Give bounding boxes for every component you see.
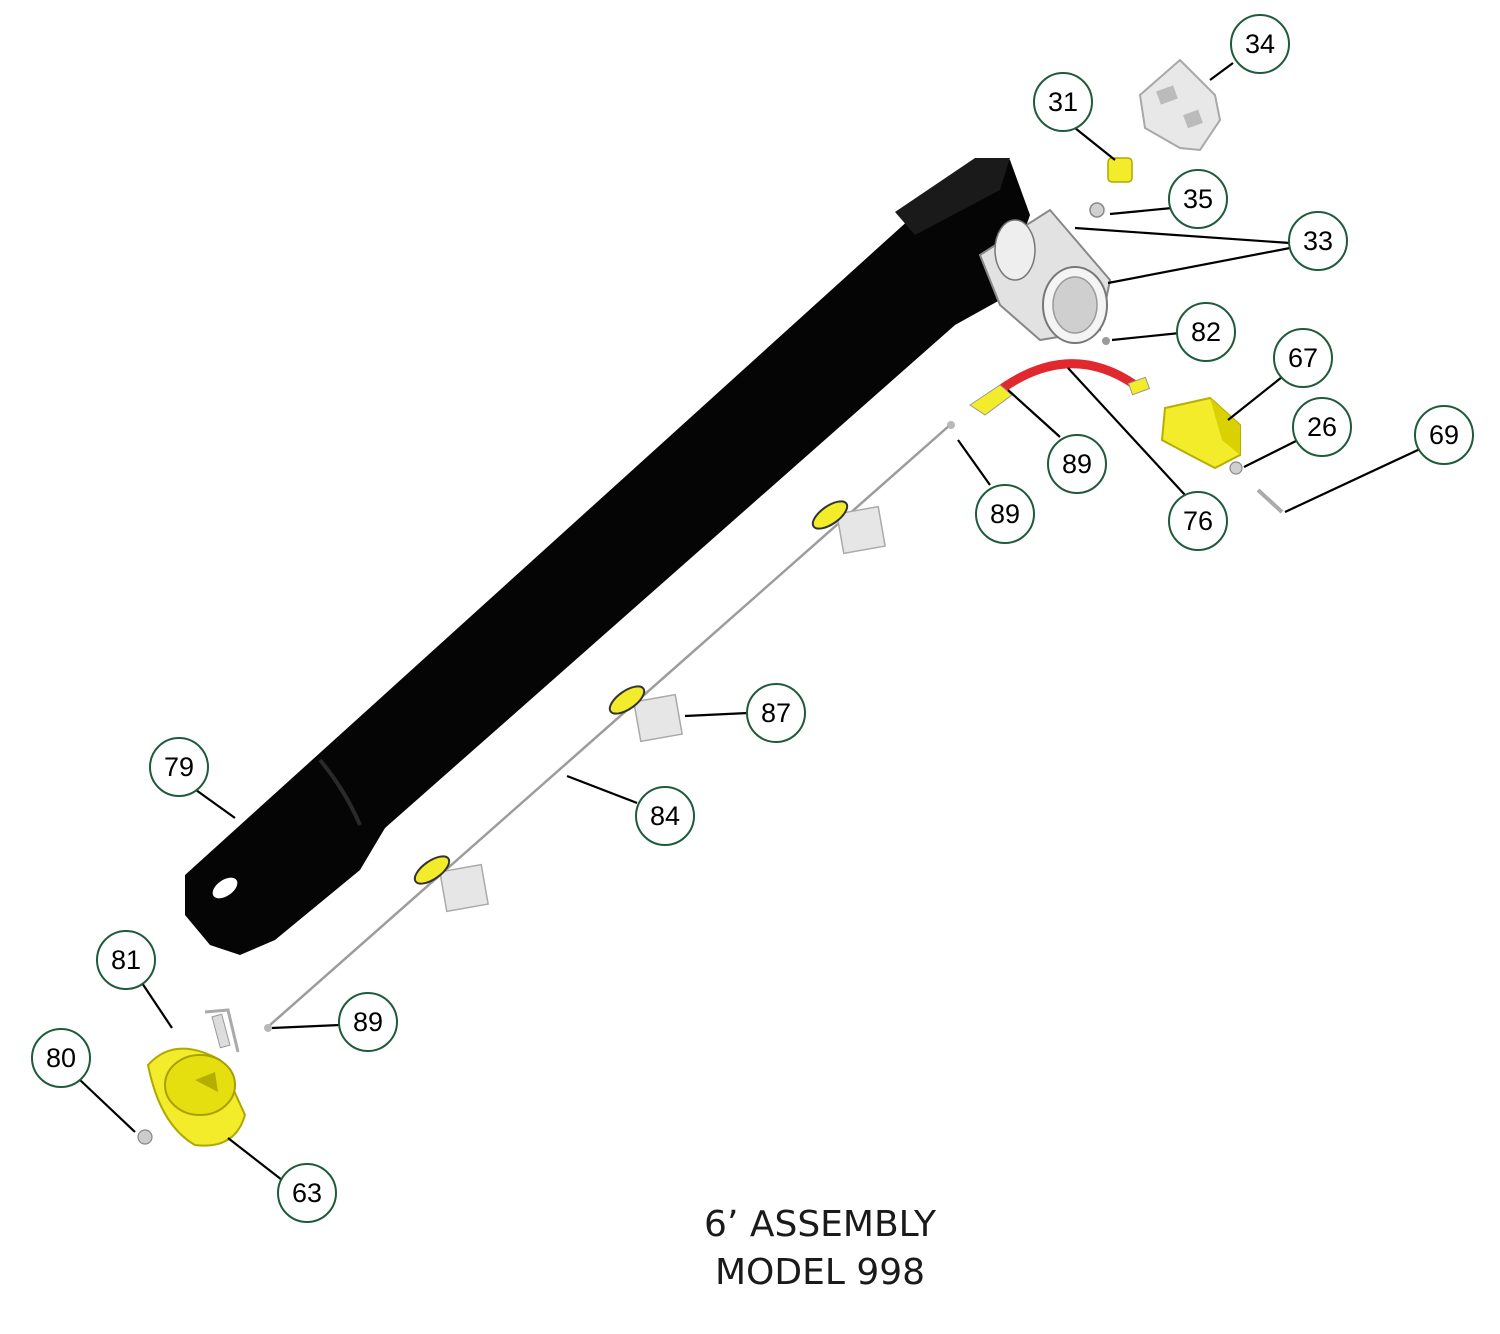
callout-89-middle-label: 89 <box>990 499 1020 529</box>
callout-35-label: 35 <box>1183 184 1213 214</box>
end-cap-part-63 <box>146 1047 247 1147</box>
callout-69-label: 69 <box>1429 420 1459 450</box>
callout-35: 35 <box>1168 169 1228 229</box>
clip-part-87-upper <box>811 500 887 555</box>
callout-69: 69 <box>1414 405 1474 465</box>
latch-part-67 <box>1160 396 1241 470</box>
callout-84: 84 <box>635 786 695 846</box>
clip-part-87-lower <box>413 855 490 913</box>
callout-89-middle: 89 <box>975 484 1035 544</box>
callout-89-upper: 89 <box>1047 434 1107 494</box>
callout-89-lower: 89 <box>338 992 398 1052</box>
nut-part-80 <box>137 1129 153 1145</box>
leader-lines <box>79 62 1421 1181</box>
title-model: MODEL 998 <box>715 1252 925 1293</box>
callout-81-label: 81 <box>111 945 141 975</box>
title-assembly: 6’ ASSEMBLY <box>704 1204 937 1245</box>
callout-81: 81 <box>96 930 156 990</box>
pin-part-82 <box>1102 337 1110 345</box>
callout-76-label: 76 <box>1183 506 1213 536</box>
callout-79-label: 79 <box>164 752 194 782</box>
sleeve-part-31 <box>1107 157 1133 183</box>
callout-87: 87 <box>746 683 806 743</box>
washer-part-26 <box>1229 461 1243 475</box>
screw-part-69 <box>1256 488 1284 514</box>
callout-34-label: 34 <box>1245 29 1275 59</box>
tube-part-79 <box>185 158 1030 955</box>
nut-part-35 <box>1089 202 1105 218</box>
callout-76: 76 <box>1168 491 1228 551</box>
rod-part-84 <box>269 424 951 1026</box>
hose-part-76 <box>969 359 1151 416</box>
callout-26-label: 26 <box>1307 412 1337 442</box>
callout-63-label: 63 <box>292 1178 322 1208</box>
callout-26: 26 <box>1292 397 1352 457</box>
callout-33-label: 33 <box>1303 226 1333 256</box>
callout-82-label: 82 <box>1191 317 1221 347</box>
callout-80-label: 80 <box>46 1043 76 1073</box>
pin-bottom-89 <box>264 1024 272 1032</box>
callout-67: 67 <box>1273 328 1333 388</box>
callout-33: 33 <box>1288 211 1348 271</box>
callout-79: 79 <box>149 737 209 797</box>
callout-89-upper-label: 89 <box>1062 449 1092 479</box>
callout-34: 34 <box>1230 14 1290 74</box>
spring-part-81 <box>204 1008 240 1053</box>
callout-82: 82 <box>1176 302 1236 362</box>
bracket-part-34 <box>1138 58 1222 152</box>
pin-top-89 <box>947 421 955 429</box>
callout-67-label: 67 <box>1288 343 1318 373</box>
callout-89-lower-label: 89 <box>353 1007 383 1037</box>
callout-84-label: 84 <box>650 801 680 831</box>
callout-87-label: 87 <box>761 698 791 728</box>
callout-31: 31 <box>1033 72 1093 132</box>
callout-80: 80 <box>31 1028 91 1088</box>
collar-part-33 <box>978 208 1112 344</box>
clip-part-87-middle <box>608 685 684 743</box>
callout-63: 63 <box>277 1163 337 1223</box>
callout-31-label: 31 <box>1048 87 1078 117</box>
